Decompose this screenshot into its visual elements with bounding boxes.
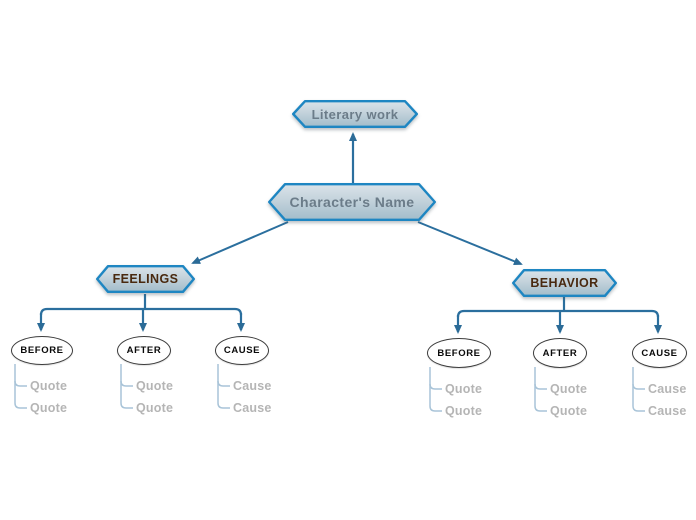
node-label: Literary work — [311, 106, 399, 122]
leaf-behavior-after-quote-1[interactable]: Quote — [550, 382, 588, 396]
leaf-feelings-after-quote-1[interactable]: Quote — [136, 379, 174, 393]
node-label: BEFORE — [20, 345, 64, 356]
node-feelings-before[interactable]: BEFORE — [11, 336, 73, 365]
leaf-connector — [429, 383, 442, 390]
connector-character-to-feelings — [191, 221, 289, 264]
leaf-feelings-cause-2[interactable]: Cause — [233, 401, 272, 415]
leaf-behavior-before-quote-2[interactable]: Quote — [445, 404, 483, 418]
node-feelings-cause[interactable]: CAUSE — [215, 336, 269, 365]
leaf-connector — [632, 383, 645, 390]
leaf-feelings-before-quote-2[interactable]: Quote — [30, 401, 68, 415]
node-label: CAUSE — [641, 347, 678, 359]
node-label: Character's Name — [289, 194, 415, 210]
node-behavior-before[interactable]: BEFORE — [427, 338, 491, 368]
node-behavior-cause[interactable]: CAUSE — [632, 338, 687, 368]
node-label: FEELINGS — [112, 272, 179, 286]
leaf-behavior-before-quote-1[interactable]: Quote — [445, 382, 483, 396]
node-characters-name[interactable]: Character's Name — [268, 183, 436, 221]
connector-behavior-rail — [456, 309, 660, 318]
node-label: BEFORE — [437, 347, 481, 359]
leaf-connector — [120, 364, 133, 409]
leaf-connector — [14, 380, 27, 387]
node-literary-work[interactable]: Literary work — [292, 100, 418, 128]
node-label: CAUSE — [223, 345, 261, 356]
leaf-feelings-before-quote-1[interactable]: Quote — [30, 379, 68, 393]
leaf-connector — [632, 367, 645, 412]
connector-feelings-rail — [39, 307, 243, 316]
leaf-behavior-cause-1[interactable]: Cause — [648, 382, 687, 396]
leaf-connector — [14, 364, 27, 409]
node-label: AFTER — [542, 347, 578, 359]
node-label: BEHAVIOR — [530, 276, 599, 290]
leaf-behavior-cause-2[interactable]: Cause — [648, 404, 687, 418]
leaf-behavior-after-quote-2[interactable]: Quote — [550, 404, 588, 418]
node-behavior-after[interactable]: AFTER — [533, 338, 587, 368]
node-feelings[interactable]: FEELINGS — [96, 265, 195, 293]
connector-character-to-behavior — [417, 221, 523, 266]
leaf-connector — [120, 380, 133, 387]
leaf-feelings-after-quote-2[interactable]: Quote — [136, 401, 174, 415]
node-feelings-after[interactable]: AFTER — [117, 336, 171, 365]
leaf-connector — [534, 367, 547, 412]
node-behavior[interactable]: BEHAVIOR — [512, 269, 617, 297]
leaf-connector — [534, 383, 547, 390]
leaf-connector — [429, 367, 442, 412]
leaf-connector — [217, 380, 230, 387]
leaf-feelings-cause-1[interactable]: Cause — [233, 379, 272, 393]
node-label: AFTER — [126, 345, 162, 356]
leaf-connector — [217, 364, 230, 409]
